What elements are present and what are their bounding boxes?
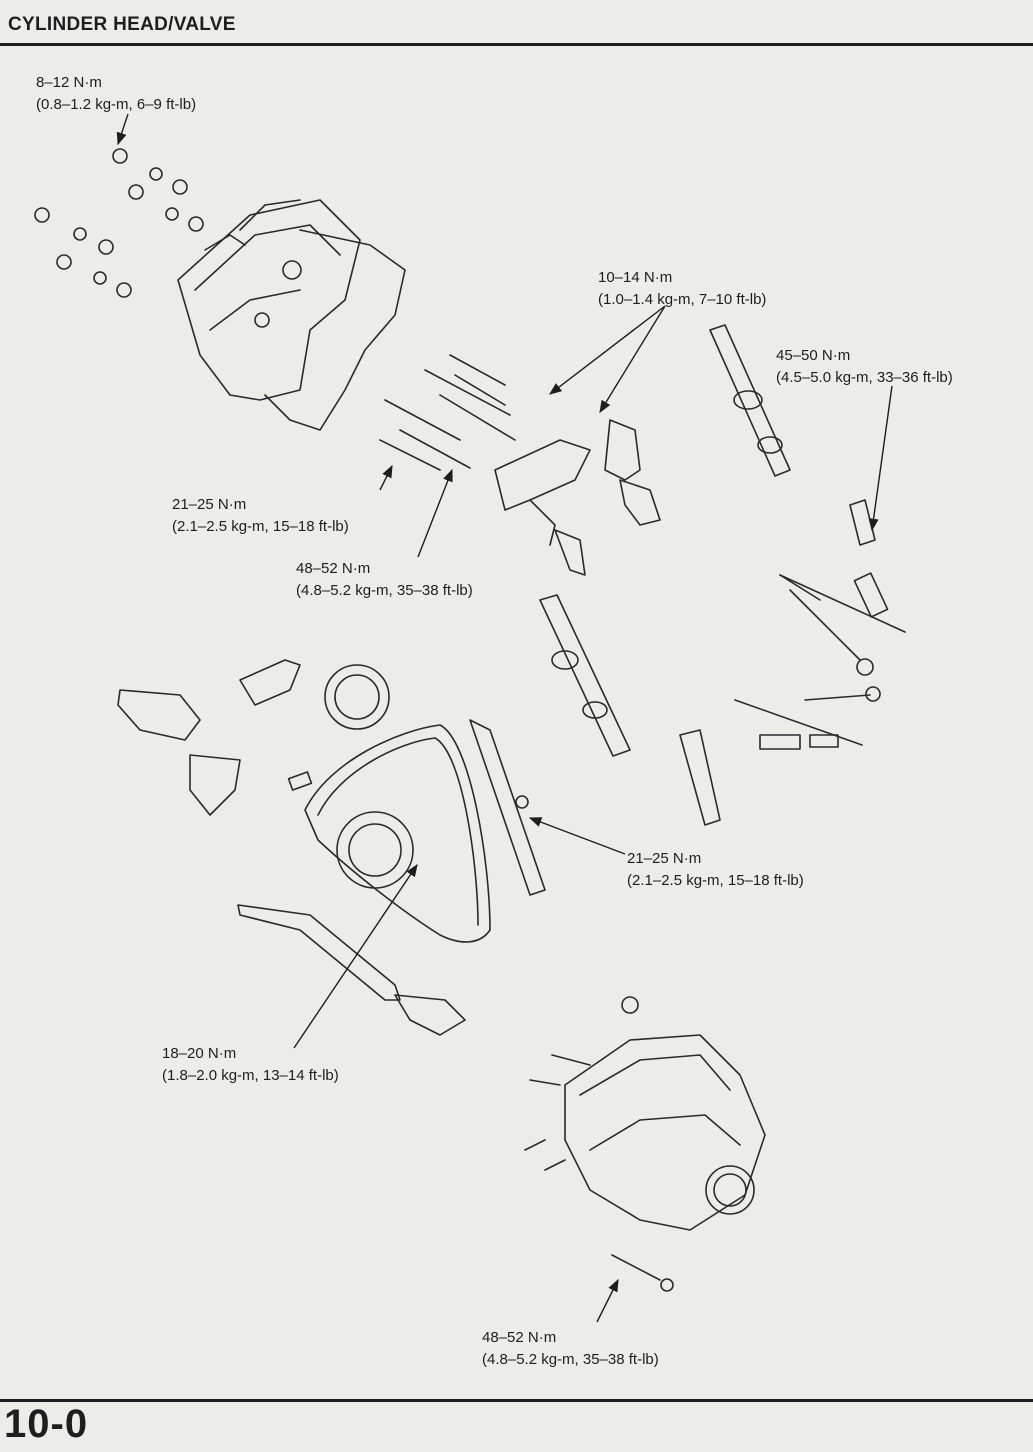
chain-guide [237, 904, 466, 1036]
tensioner-bracket [117, 659, 313, 816]
rocker-arm-holder [494, 419, 661, 576]
torque-value: 21–25 N·m [172, 496, 247, 513]
torque-callout-valve-adjuster: 45–50 N·m (4.5–5.0 kg-m, 33–36 ft-lb) [776, 345, 953, 389]
torque-callout-tensioner-bolt: 21–25 N·m (2.1–2.5 kg-m, 15–18 ft-lb) [627, 848, 804, 892]
torque-detail: (4.8–5.2 kg-m, 35–38 ft-lb) [296, 582, 473, 599]
torque-value: 8–12 N·m [36, 74, 102, 91]
torque-value: 48–52 N·m [482, 1329, 557, 1346]
cylinder-head-cover [177, 199, 361, 401]
cam-sprocket-lower [336, 811, 414, 889]
camshaft-upper [709, 324, 791, 477]
torque-callout-head-bolts-large: 48–52 N·m (4.8–5.2 kg-m, 35–38 ft-lb) [296, 558, 473, 602]
torque-value: 18–20 N·m [162, 1045, 237, 1062]
torque-detail: (1.0–1.4 kg-m, 7–10 ft-lb) [598, 291, 767, 308]
torque-detail: (2.1–2.5 kg-m, 15–18 ft-lb) [172, 518, 349, 535]
torque-value: 10–14 N·m [598, 269, 673, 286]
page-number: 10-0 [4, 1402, 89, 1446]
torque-detail: (4.5–5.0 kg-m, 33–36 ft-lb) [776, 369, 953, 386]
leader-lines [116, 113, 893, 1323]
torque-detail: (1.8–2.0 kg-m, 13–14 ft-lb) [162, 1067, 339, 1084]
head-stud-bolt [524, 1139, 674, 1292]
torque-value: 48–52 N·m [296, 560, 371, 577]
footer-rule [0, 1399, 1033, 1402]
torque-callout-cover-bolts: 8–12 N·m (0.8–1.2 kg-m, 6–9 ft-lb) [36, 72, 196, 116]
section-title: CYLINDER HEAD/VALVE [8, 14, 236, 35]
cover-gasket [264, 229, 406, 431]
torque-detail: (0.8–1.2 kg-m, 6–9 ft-lb) [36, 96, 197, 113]
cam-chain [304, 724, 491, 943]
cam-sprocket-upper [324, 664, 390, 730]
torque-value: 45–50 N·m [776, 347, 851, 364]
cylinder-head [529, 996, 766, 1231]
header-rule [0, 43, 1033, 46]
head-bolt-set [379, 354, 516, 471]
cover-bolt-set [34, 148, 204, 298]
torque-callout-sprocket-bolts: 18–20 N·m (1.8–2.0 kg-m, 13–14 ft-lb) [162, 1043, 339, 1087]
valve-spring-group-upper [779, 499, 906, 676]
camshaft-lower [539, 594, 631, 757]
torque-callout-head-bolts-small: 21–25 N·m (2.1–2.5 kg-m, 15–18 ft-lb) [172, 494, 349, 538]
torque-detail: (4.8–5.2 kg-m, 35–38 ft-lb) [482, 1351, 659, 1368]
torque-callout-head-stud-nut: 48–52 N·m (4.8–5.2 kg-m, 35–38 ft-lb) [482, 1327, 659, 1371]
valve-spring-group-lower [679, 686, 881, 826]
torque-detail: (2.1–2.5 kg-m, 15–18 ft-lb) [627, 872, 804, 889]
torque-callout-rocker-holder-bolts: 10–14 N·m (1.0–1.4 kg-m, 7–10 ft-lb) [598, 267, 766, 311]
torque-value: 21–25 N·m [627, 850, 702, 867]
chain-tensioner [469, 719, 546, 896]
